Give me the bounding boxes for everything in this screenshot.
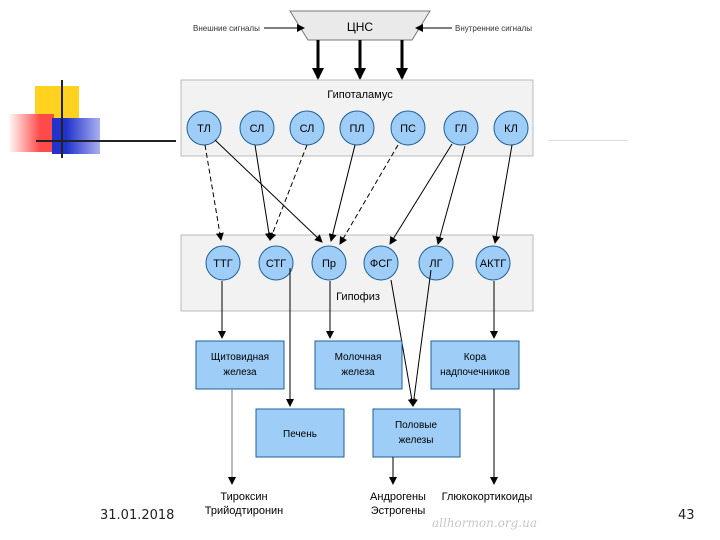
hypothalamus-node-4 [390,110,426,146]
output-triiodothyronine: Трийодтиронин [205,505,284,517]
hypothalamus-node-1 [239,110,275,146]
conn-kl-aktg [492,144,513,244]
conn-tl-ttg [204,144,224,241]
deco-blue-square [52,118,100,154]
pituitary-node-5 [475,245,511,281]
gland-mammary: Молочная железа [314,340,403,390]
pituitary-node-0 [205,245,241,281]
output-androgens: Андрогены [370,491,426,503]
adrenal-label-1: Кора [464,352,487,363]
hypothalamus-node-3 [339,110,375,146]
pituitary-node-4 [418,245,454,281]
gland-liver: Печень [255,408,345,458]
hypothalamus-node-label-1: СЛ [250,123,265,135]
output-estrogens: Эстрогены [371,505,426,517]
pituitary-node-label-5: АКТГ [480,258,506,270]
pituitary-label: Гипофиз [336,291,380,303]
internal-signals-label: Внутренние сигналы [455,24,532,33]
gland-adrenal: Кора надпочечников [430,340,520,390]
conn-tl-pr [214,139,323,243]
cns-block: ЦНС [289,10,431,41]
output-arrows [228,389,498,485]
conn-pl-pr [328,144,356,242]
conn-lg-gonads [409,269,432,407]
gonads-label-1: Половые [395,420,438,431]
hypothalamus-node-label-6: КЛ [504,123,518,135]
cns-label: ЦНС [347,20,374,34]
hypothalamus-node-label-0: ТЛ [197,123,211,135]
watermark: allhormon.org.ua [432,516,538,530]
conn-sl2-stg [268,144,308,241]
thyroid-label-1: Щитовидная [211,352,269,363]
deco-horizontal-line-right [548,140,628,141]
pituitary-node-label-3: ФСГ [370,258,392,270]
conn-sl-stg [254,144,273,241]
adrenal-label-2: надпочечников [440,367,510,378]
pituitary-node-1 [258,245,294,281]
deco-horizontal-line [36,140,176,142]
slide-page-number: 43 [678,508,695,523]
hypothalamus-node-label-4: ПС [400,123,416,135]
output-glucocorticoids: Глюкокортикоиды [442,491,533,503]
pituitary-node-label-4: ЛГ [429,258,442,270]
conn-gl-lg [436,145,466,245]
pituitary-panel [180,234,534,312]
conn-gl-fsg [389,143,453,245]
hypothalamus-node-label-5: ГЛ [455,123,468,135]
mammary-label-2: железа [341,367,375,378]
pituitary-node-label-1: СТГ [266,258,286,270]
gland-gonads: Половые железы [372,408,461,458]
pituitary-node-3 [363,245,399,281]
thyroid-label-2: железа [223,367,257,378]
hypothalamus-node-label-3: ПЛ [349,123,364,135]
liver-label: Печень [283,429,317,440]
pituitary-node-2 [311,245,347,281]
gonads-label-2: железы [399,435,434,446]
hypothalamus-node-6 [493,110,529,146]
slide-date: 31.01.2018 [100,508,175,523]
mammary-label-1: Молочная [335,352,382,363]
deco-red-square [8,114,54,152]
hypo-pit-connections [204,139,513,245]
gland-thyroid: Щитовидная железа [195,340,285,390]
deco-vertical-line [61,80,63,158]
pituitary-node-label-2: Пр [322,258,336,270]
hypothalamus-node-0 [186,110,222,146]
conn-ps-pr [339,144,399,245]
hypothalamus-label: Гипоталамус [327,89,393,101]
external-signals-label: Внешние сигналы [193,24,260,33]
output-thyroxine: Тироксин [220,491,267,503]
pituitary-node-label-0: ТТГ [213,258,232,270]
hypothalamus-node-label-2: СЛ [300,123,315,135]
hypothalamus-node-5 [443,110,479,146]
